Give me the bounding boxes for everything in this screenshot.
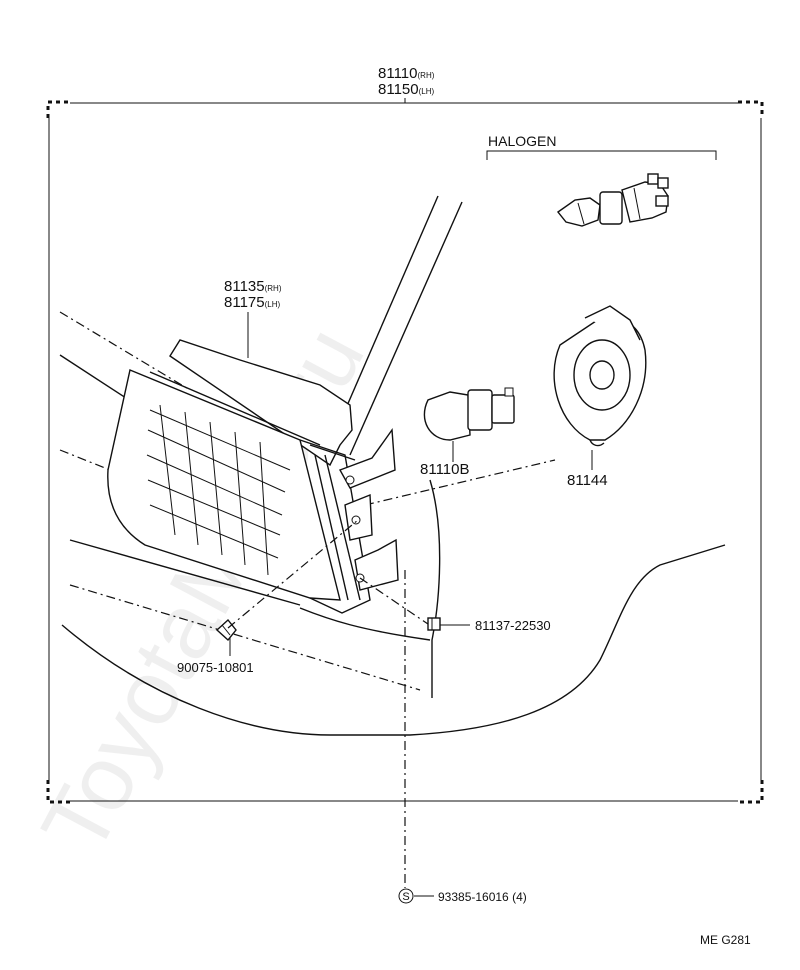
label-screw: 90075-10801 <box>177 660 254 675</box>
halogen-bulb-icon <box>556 173 669 227</box>
svg-text:93385-16016 (4): 93385-16016 (4) <box>438 890 527 904</box>
svg-text:81135(RH): 81135(RH) <box>224 278 282 295</box>
leader-lines <box>227 98 593 897</box>
sealed-beam-bulb-icon <box>423 387 515 441</box>
bolt-symbol-letter: S <box>402 891 409 903</box>
clip-icon <box>427 617 441 631</box>
label-halogen: HALOGEN <box>488 133 556 149</box>
assembly-boundary <box>46 100 764 804</box>
svg-text:81150(LH): 81150(LH) <box>378 81 435 98</box>
headlamp-unit-icon <box>107 305 647 642</box>
mounting-brackets <box>338 428 399 591</box>
diagram-code: ME G281 <box>700 933 751 947</box>
bolt-symbol: S <box>398 888 414 904</box>
svg-text:81175(LH): 81175(LH) <box>224 294 281 311</box>
halogen-bracket <box>486 150 717 160</box>
label-assembly: 81110(RH) 81150(LH) <box>378 65 435 98</box>
label-socket-cover: 81144 <box>567 472 608 489</box>
label-unit: 81135(RH) 81175(LH) <box>224 278 282 311</box>
label-bulb: 81110B <box>420 461 470 478</box>
lens-pattern <box>146 404 291 576</box>
svg-text:81110(RH): 81110(RH) <box>378 65 435 82</box>
label-bolt: 93385-16016 (4) <box>438 890 527 904</box>
label-clip: 81137-22530 <box>475 618 551 633</box>
socket-cover-icon <box>553 305 647 447</box>
